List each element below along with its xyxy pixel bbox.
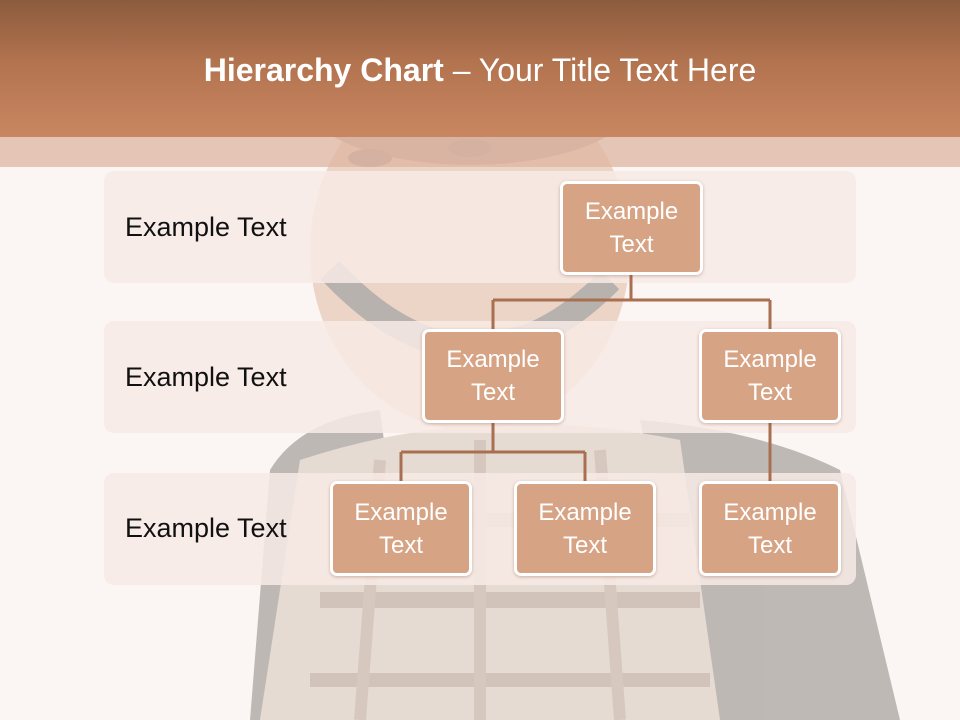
- node-mid-right-label: Example Text: [723, 346, 817, 406]
- node-root: Example Text: [560, 181, 703, 275]
- title-band: [0, 0, 960, 137]
- node-leaf-3-label: Example Text: [723, 498, 817, 559]
- level-band-1: [104, 171, 856, 283]
- title-rest: Your Title Text Here: [478, 52, 757, 88]
- node-mid-left: Example Text: [422, 329, 564, 423]
- node-mid-left-label: Example Text: [446, 346, 540, 406]
- title-bold-part: Hierarchy Chart: [203, 52, 444, 88]
- node-leaf-2-label: Example Text: [538, 498, 632, 559]
- level-label-2: Example Text: [125, 362, 287, 392]
- level-label-1: Example Text: [125, 212, 287, 242]
- node-leaf-3: Example Text: [699, 481, 841, 576]
- node-mid-right: Example Text: [699, 329, 841, 423]
- level-label-3: Example Text: [125, 513, 287, 543]
- slide-title: Hierarchy Chart – Your Title Text Here: [0, 52, 960, 89]
- title-separator: –: [443, 52, 479, 88]
- title-strip: [0, 137, 960, 167]
- node-leaf-1: Example Text: [330, 481, 472, 576]
- node-leaf-1-label: Example Text: [354, 498, 448, 559]
- node-leaf-2: Example Text: [514, 481, 656, 576]
- node-root-label: Example Text: [584, 198, 679, 258]
